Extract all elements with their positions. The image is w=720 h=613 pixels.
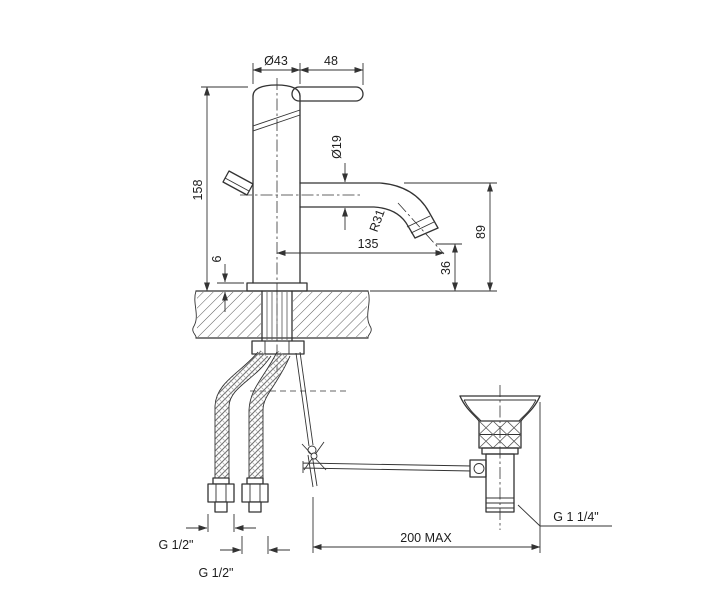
ext-lines (252, 63, 301, 84)
side-lever-detail (222, 170, 254, 196)
hose-left-edge-outer (214, 351, 259, 478)
body-top-cap (252, 84, 301, 97)
aerator-seam-2 (410, 221, 435, 234)
shank-thread-lines (266, 292, 288, 340)
callout-supply-thread-left: G 1/2" (158, 514, 256, 552)
waste-tailpiece (485, 453, 515, 513)
outlet-angled-centerline (397, 202, 445, 255)
cartridge-seam-1 (252, 109, 301, 127)
spout-outer-edge (299, 182, 439, 229)
hose-right-edge-outer (248, 351, 278, 478)
hose-left-edge-inner (228, 355, 272, 478)
side-lever-seam (224, 177, 250, 192)
nut-facets (264, 341, 290, 354)
dim-spout-tube-diameter: Ø19 (330, 135, 348, 230)
hose-left-braid (215, 349, 271, 478)
dim-body-diameter: Ø43 (252, 54, 301, 84)
dim-outlet-height: 36 (370, 243, 497, 292)
dim-spout-height: 89 (404, 182, 497, 292)
cartridge-seam-2 (252, 114, 301, 132)
deck-break-right (367, 290, 372, 339)
dim-body-height: 158 (191, 86, 248, 292)
tailpiece-thread-lines (486, 497, 514, 509)
dim-label-body-diameter: Ø43 (264, 54, 288, 68)
hose-left-tail (214, 501, 228, 513)
label-supply-thread-left: G 1/2" (158, 538, 193, 552)
spout (299, 182, 439, 239)
dim-label-outlet-height: 36 (439, 261, 453, 275)
flange-right-inner (518, 399, 537, 422)
callout-supply-thread-right: G 1/2" (198, 536, 290, 580)
deck-section (192, 290, 372, 339)
label-waste-thread: G 1 1/4" (553, 510, 598, 524)
dim-label-spout-height: 89 (474, 225, 488, 239)
hose-left-nut (207, 483, 235, 503)
flange-right-curve (520, 395, 541, 422)
hose-right-nut (241, 483, 269, 503)
hose-right-collar (246, 477, 264, 485)
popup-linkage (295, 351, 487, 488)
aerator-seam-1 (406, 215, 431, 228)
dim-label-spout-reach: 135 (358, 237, 379, 251)
hose-left-collar (212, 477, 230, 485)
deck-hatch-right (293, 292, 367, 337)
pivot-ball (473, 463, 485, 474)
dim-spout-reach: 135 (276, 237, 445, 256)
dim-rod-length-max: 200 MAX (312, 402, 541, 553)
dim-label-spout-tube-diameter: Ø19 (330, 135, 344, 159)
popup-rod-2 (299, 351, 314, 446)
lower-link (307, 453, 318, 488)
hose-right-edge-inner (262, 355, 291, 478)
popup-waste (459, 395, 541, 513)
ext-ticks (207, 514, 235, 532)
hose-right-nut-facets (249, 484, 261, 502)
hose-left-nut-facets (215, 484, 227, 502)
supply-hoses (207, 349, 291, 513)
ext-ticks (241, 536, 269, 554)
flange-left-inner (463, 399, 482, 422)
knurl-band-bottom (478, 434, 522, 449)
deck-hatch-left (197, 292, 261, 337)
lever-handle (291, 86, 364, 102)
aerator-end-face (414, 227, 439, 239)
dim-label-body-height: 158 (191, 180, 205, 201)
mounting-shank (251, 290, 305, 355)
dim-label-base-height: 6 (210, 255, 224, 262)
dim-base-height: 6 (210, 255, 244, 312)
hose-right-tail (248, 501, 262, 513)
spout-inner-edge (299, 206, 416, 239)
deck-break-left (192, 290, 197, 339)
horizontal-rod (302, 461, 473, 473)
hose-right-braid (249, 351, 290, 478)
clevis-pivot (310, 452, 318, 460)
label-supply-thread-right: G 1/2" (198, 566, 233, 580)
knurl-band-top (478, 420, 522, 435)
popup-rod-1 (295, 352, 310, 447)
dim-label-rod-length-max: 200 MAX (400, 531, 452, 545)
dim-handle-length: 48 (299, 54, 364, 85)
flange-left-curve (459, 395, 480, 422)
dim-label-handle-length: 48 (324, 54, 338, 68)
